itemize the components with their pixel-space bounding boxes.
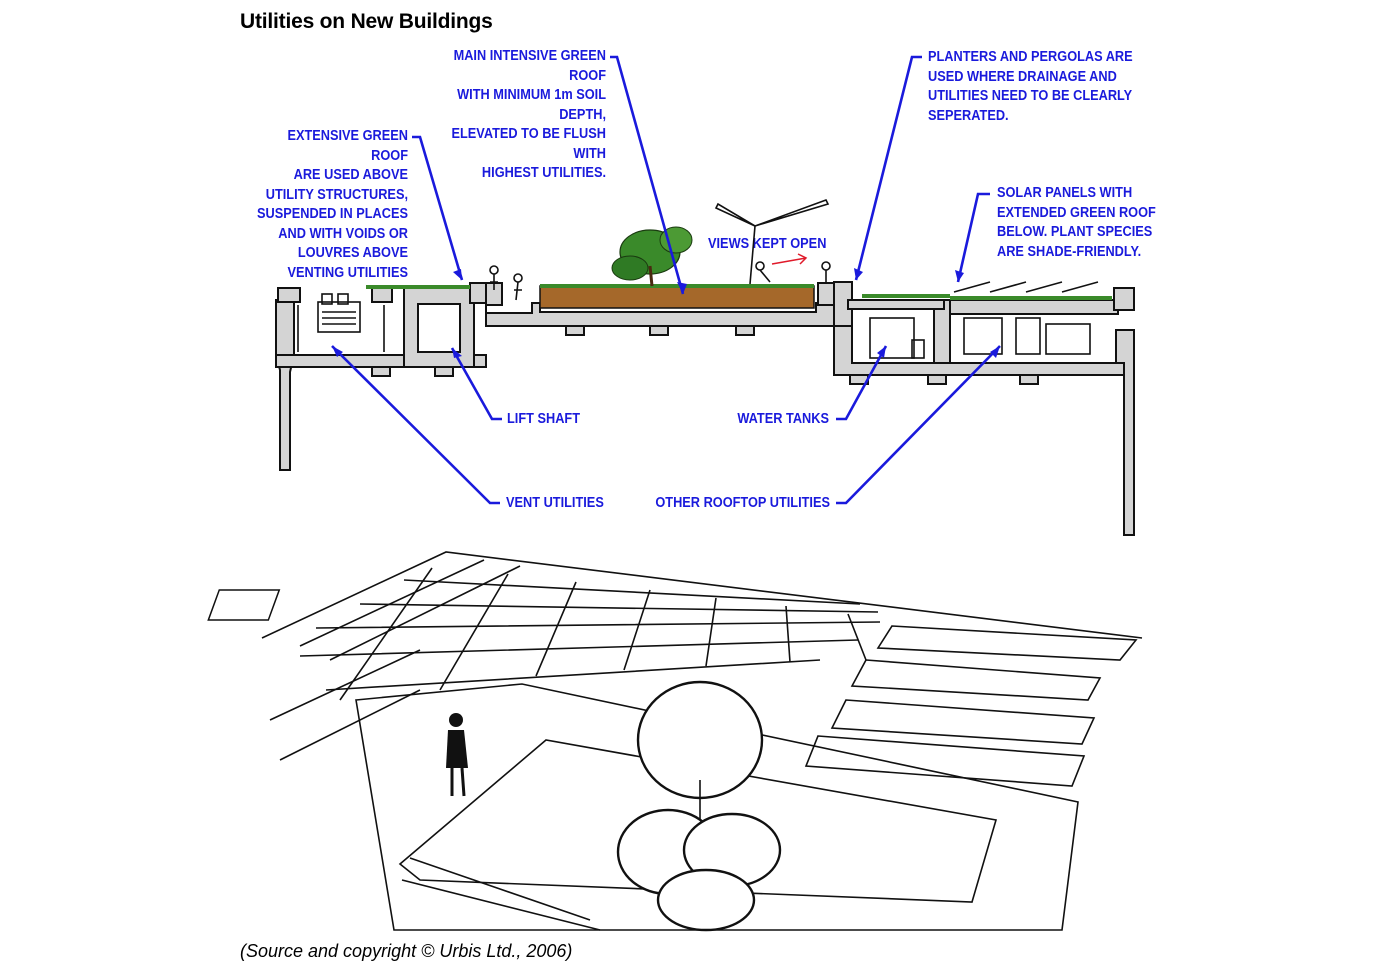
walking-person (446, 713, 468, 797)
solar-panel-2 (850, 659, 1102, 701)
views-arrow-icon (771, 253, 808, 265)
solar-panel-3 (830, 699, 1096, 745)
left-parapet-block (277, 287, 301, 303)
central-tree (611, 226, 693, 287)
label-vent-utilities: VENT UTILITIES (506, 495, 604, 511)
lift-parapet (469, 282, 487, 304)
label-lift-shaft: LIFT SHAFT (507, 411, 581, 427)
central-right-parapet (817, 282, 835, 306)
label-extensive-roof: EXTENSIVE GREEN ROOF ARE USED ABOVE UTIL… (256, 128, 408, 281)
roof-edge (261, 551, 1143, 639)
source-caption: (Source and copyright © Urbis Ltd., 2006… (240, 941, 573, 961)
roof-hatch (207, 589, 281, 621)
utility-unit-1 (963, 317, 1003, 355)
building-section (275, 199, 1135, 536)
label-views: VIEWS KEPT OPEN (708, 236, 827, 252)
label-planters: PLANTERS AND PERGOLAS ARE USED WHERE DRA… (928, 49, 1133, 124)
left-slab-beam-1 (371, 366, 391, 377)
right-outer-wall (1115, 329, 1135, 536)
pergola-lines (269, 559, 521, 761)
water-tank-pump (911, 339, 925, 359)
leader-vent-utilities (331, 345, 500, 505)
utility-unit-2 (1015, 317, 1041, 355)
module-grid-rows (299, 579, 881, 691)
left-room-lines (297, 305, 385, 352)
water-tank (869, 317, 915, 359)
solar-panels (953, 281, 1099, 293)
label-other-utilities: OTHER ROOFTOP UTILITIES (655, 495, 830, 511)
right-left-wall (833, 281, 853, 327)
utility-unit-3 (1045, 323, 1091, 355)
central-beam-3 (735, 325, 755, 336)
left-outer-wall (275, 299, 295, 471)
central-beam-1 (565, 325, 585, 336)
courtyard-tree (616, 680, 782, 932)
central-roof-slab (485, 302, 835, 327)
leader-other-utilities (836, 345, 1001, 505)
leader-water-tanks (836, 345, 888, 421)
leader-planters (854, 55, 922, 281)
mid-parapet-block (371, 287, 393, 303)
central-beam-2 (649, 325, 669, 336)
leader-main-roof (610, 55, 685, 295)
leader-solar (956, 192, 990, 283)
courtyard-outer (355, 683, 1079, 931)
figure-title: Utilities on New Buildings (240, 10, 493, 33)
vent-louvres (322, 311, 356, 325)
water-tank-roof (847, 299, 945, 310)
lift-shaft-walls (403, 285, 475, 368)
label-water-tanks: WATER TANKS (737, 411, 829, 427)
right-parapet (1113, 287, 1135, 311)
leader-lift-shaft (450, 347, 502, 421)
label-main-roof: MAIN INTENSIVE GREEN ROOF WITH MINIMUM 1… (451, 48, 606, 181)
courtyard-steps (401, 857, 601, 931)
solar-panel-4 (804, 735, 1086, 787)
right-beam-3 (1019, 374, 1039, 385)
leader-extensive-roof (412, 135, 464, 281)
leader-lines (331, 55, 1001, 505)
module-grid-columns (339, 567, 867, 701)
vent-unit (317, 301, 361, 333)
rooftop-perspective-sketch (207, 551, 1143, 932)
vent-stack-1 (321, 293, 333, 305)
vent-stack-2 (337, 293, 349, 305)
wind-turbine (714, 199, 830, 285)
left-slab-beam-2 (434, 366, 454, 377)
courtyard-planting-bed (398, 739, 998, 903)
intensive-soil-bed (539, 285, 815, 309)
right-beam-2 (927, 374, 947, 385)
label-solar: SOLAR PANELS WITH EXTENDED GREEN ROOF BE… (997, 185, 1156, 260)
solar-panel-1 (876, 625, 1138, 661)
solar-roof-slab (949, 299, 1119, 315)
people (489, 261, 831, 301)
